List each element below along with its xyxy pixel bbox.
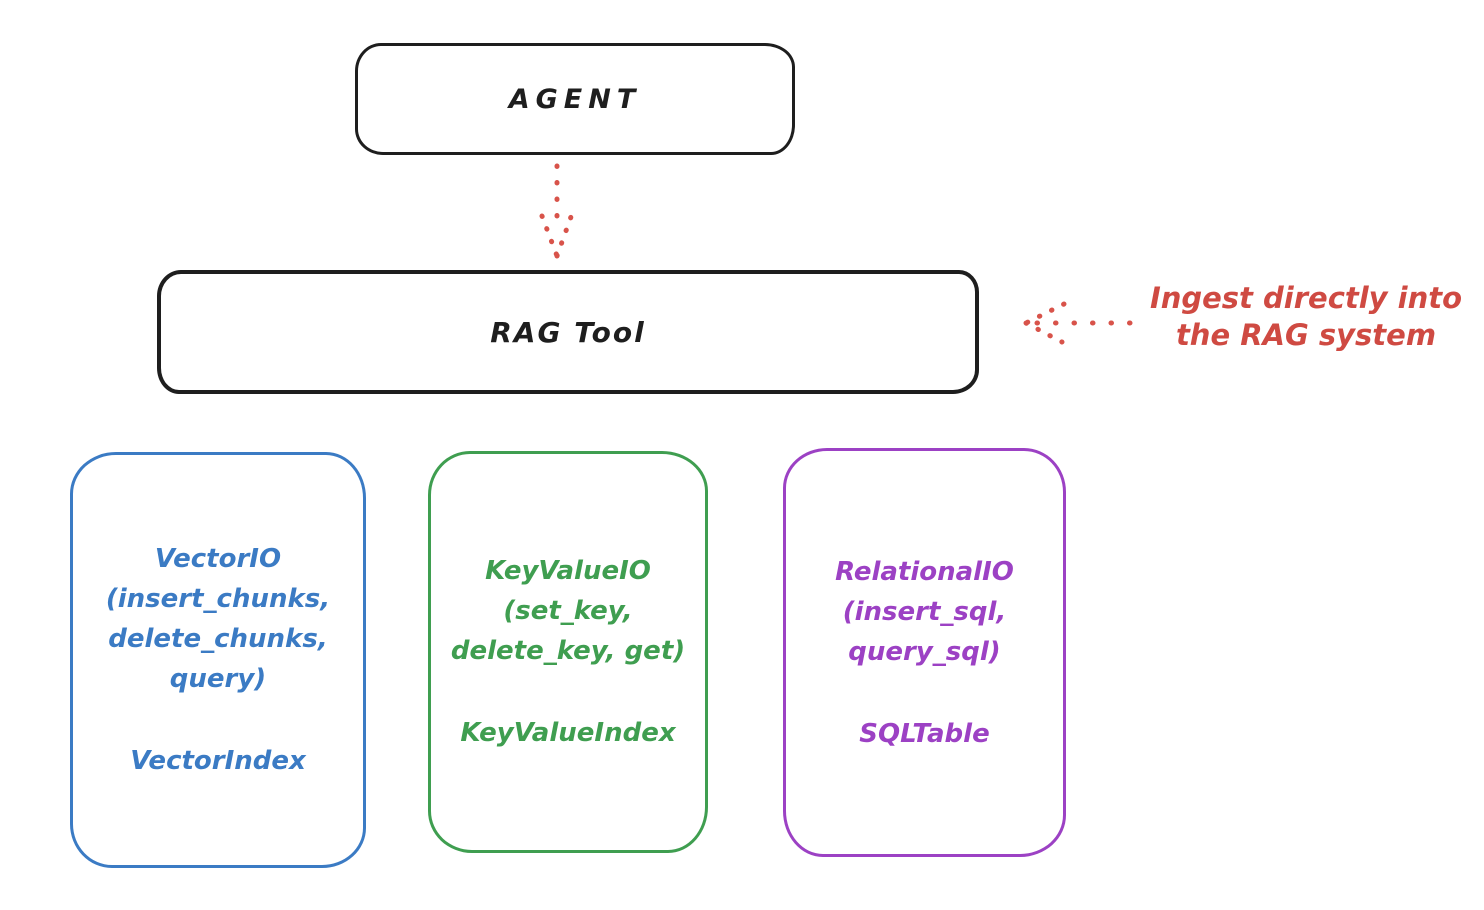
agent-box: AGENT bbox=[355, 43, 795, 155]
backend-line: query) bbox=[169, 664, 267, 694]
backend-line: delete_key, get) bbox=[450, 636, 686, 666]
keyvalue-io-signature: KeyValueIO (set_key, delete_key, get) bbox=[451, 551, 685, 671]
backend-line: (insert_chunks, bbox=[105, 584, 331, 614]
vector-io-box: VectorIO (insert_chunks, delete_chunks, … bbox=[70, 452, 366, 868]
backend-line: (insert_sql, bbox=[842, 596, 1007, 627]
rag-tool-box: RAG Tool bbox=[157, 270, 979, 394]
keyvalue-io-box: KeyValueIO (set_key, delete_key, get) Ke… bbox=[428, 451, 708, 853]
vector-io-signature: VectorIO (insert_chunks, delete_chunks, … bbox=[106, 539, 330, 699]
backend-line: (set_key, bbox=[503, 596, 633, 626]
agent-to-ragtool-arrow-icon bbox=[539, 163, 575, 259]
ingest-annotation-line1: Ingest directly into bbox=[1149, 281, 1463, 315]
ingest-annotation: Ingest directly into the RAG system bbox=[1138, 280, 1474, 354]
backend-line: query_sql) bbox=[848, 636, 1001, 667]
relational-io-signature: RelationalIO (insert_sql, query_sql) bbox=[835, 552, 1014, 672]
relational-io-box: RelationalIO (insert_sql, query_sql) SQL… bbox=[783, 448, 1066, 857]
ingest-annotation-line2: the RAG system bbox=[1175, 318, 1437, 352]
rag-tool-label: RAG Tool bbox=[490, 315, 646, 349]
ingest-annotation-arrow-icon bbox=[1023, 301, 1133, 345]
vector-index-label: VectorIndex bbox=[130, 746, 306, 776]
backend-line: RelationalIO bbox=[835, 556, 1014, 587]
backend-line: delete_chunks, bbox=[108, 624, 328, 654]
keyvalue-index-label: KeyValueIndex bbox=[460, 718, 676, 748]
sql-table-label: SQLTable bbox=[859, 718, 990, 749]
agent-label: AGENT bbox=[508, 83, 642, 115]
backend-line: KeyValueIO bbox=[485, 556, 651, 586]
backend-line: VectorIO bbox=[154, 544, 282, 574]
